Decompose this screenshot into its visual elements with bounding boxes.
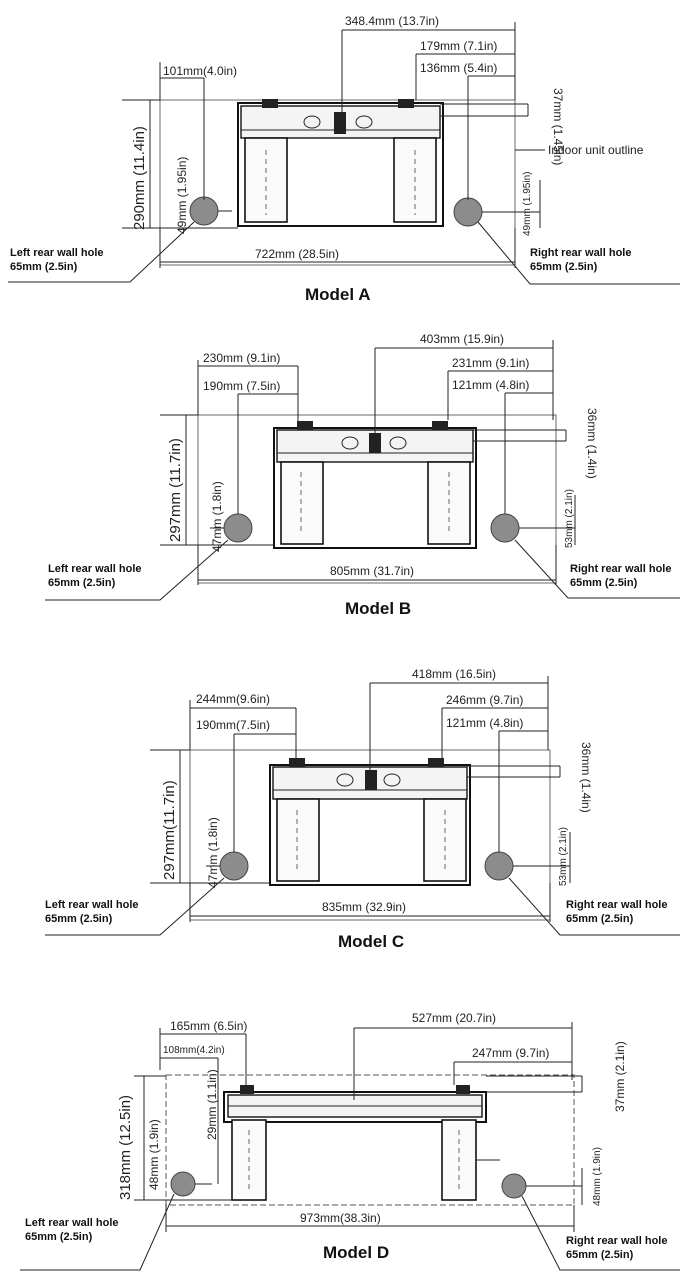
model-d-dim-inner-left-height: 29mm (1.1in) <box>205 1069 219 1140</box>
model-b-dim-height: 297mm (11.7in) <box>167 438 184 542</box>
model-d-left-hole-label: Left rear wall hole <box>25 1217 119 1229</box>
model-d-dim-left-hole-height: 48mm (1.9in) <box>147 1119 161 1190</box>
model-a: 348.4mm (13.7in) 179mm (7.1in) 136mm (5.… <box>8 14 680 304</box>
model-a-left-hole-label: Left rear wall hole <box>10 247 104 259</box>
model-b-dim-right-hole-height: 53mm (2.1in) <box>564 489 575 548</box>
model-b-dim-width: 805mm (31.7in) <box>330 564 414 578</box>
model-a-dim-right-hole-height: 49mm (1.95in) <box>522 172 533 236</box>
model-d-title: Model D <box>323 1243 389 1262</box>
model-a-dim-top-right: 37mm (1.45in) <box>551 88 565 165</box>
model-d-mounting-plate <box>223 1085 487 1201</box>
model-a-title: Model A <box>305 285 370 304</box>
model-a-left-hole <box>189 196 219 226</box>
model-d-dim-right-outer: 247mm (9.7in) <box>472 1046 549 1060</box>
model-a-dim-top-span: 348.4mm (13.7in) <box>345 14 439 28</box>
model-d: 527mm (20.7in) 247mm (9.7in) 165mm (6.5i… <box>20 1011 680 1271</box>
model-b-right-hole-size: 65mm (2.5in) <box>570 577 638 589</box>
model-d-right-hole <box>501 1173 527 1199</box>
model-c-dim-right-outer: 246mm (9.7in) <box>446 693 523 707</box>
model-a-indoor-outline-label: Indoor unit outline <box>548 143 644 157</box>
model-c-dim-width: 835mm (32.9in) <box>322 900 406 914</box>
model-b-right-hole <box>490 513 520 543</box>
model-b-dim-left-hole-height: 47mm (1.8in) <box>210 481 224 552</box>
model-b-indoor-outline <box>197 414 557 584</box>
model-c-right-hole <box>484 851 514 881</box>
model-d-dim-left-1: 165mm (6.5in) <box>170 1019 247 1033</box>
model-b-left-hole <box>223 513 253 543</box>
model-a-dim-right-outer: 179mm (7.1in) <box>420 39 497 53</box>
model-c-dim-right-inner: 121mm (4.8in) <box>446 716 523 730</box>
model-c-left-hole <box>219 851 249 881</box>
model-c-mounting-plate <box>269 758 471 886</box>
model-c-left-hole-size: 65mm (2.5in) <box>45 913 113 925</box>
model-c-left-hole-label: Left rear wall hole <box>45 899 139 911</box>
model-a-indoor-outline <box>159 99 516 266</box>
model-b-right-hole-label: Right rear wall hole <box>570 563 671 575</box>
model-b-dim-left-2: 190mm (7.5in) <box>203 379 280 393</box>
model-b-dim-right-outer: 231mm (9.1in) <box>452 356 529 370</box>
model-d-dim-height: 318mm (12.5in) <box>117 1095 134 1200</box>
model-a-left-hole-size: 65mm (2.5in) <box>10 261 78 273</box>
model-d-dim-top-span: 527mm (20.7in) <box>412 1011 496 1025</box>
model-d-dim-width: 973mm(38.3in) <box>300 1211 381 1225</box>
model-a-dim-width: 722mm (28.5in) <box>255 247 339 261</box>
model-a-dim-left-1: 101mm(4.0in) <box>163 64 237 78</box>
model-c-dim-top-right: 36mm (1.4in) <box>579 742 593 813</box>
model-d-right-hole-size: 65mm (2.5in) <box>566 1249 634 1261</box>
model-d-right-hole-label: Right rear wall hole <box>566 1235 667 1247</box>
model-a-mounting-plate <box>237 99 444 227</box>
model-b: 403mm (15.9in) 231mm (9.1in) 121mm (4.8i… <box>45 332 680 618</box>
model-b-mounting-plate <box>273 421 477 549</box>
model-c-dim-top-span: 418mm (16.5in) <box>412 667 496 681</box>
model-c-dim-right-hole-height: 53mm (2.1in) <box>558 827 569 886</box>
model-b-dim-top-right: 36mm (1.4in) <box>585 408 599 479</box>
model-a-right-hole <box>453 197 483 227</box>
model-b-left-hole-size: 65mm (2.5in) <box>48 577 116 589</box>
model-c-dim-left-1: 244mm(9.6in) <box>196 692 270 706</box>
model-c-dim-left-hole-height: 47mm (1.8in) <box>206 817 220 888</box>
model-a-right-hole-label: Right rear wall hole <box>530 247 631 259</box>
model-b-dim-left-1: 230mm (9.1in) <box>203 351 280 365</box>
model-c-title: Model C <box>338 932 404 951</box>
model-c-right-hole-label: Right rear wall hole <box>566 899 667 911</box>
model-a-dim-height: 290mm (11.4in) <box>131 126 148 230</box>
model-d-dim-left-2: 108mm(4.2in) <box>163 1045 225 1056</box>
model-d-left-hole-size: 65mm (2.5in) <box>25 1231 93 1243</box>
model-b-title: Model B <box>345 599 411 618</box>
model-a-right-hole-size: 65mm (2.5in) <box>530 261 598 273</box>
model-b-dim-top-span: 403mm (15.9in) <box>420 332 504 346</box>
model-a-dim-left-hole-height: 49mm (1.95in) <box>175 157 189 234</box>
model-b-left-hole-label: Left rear wall hole <box>48 563 142 575</box>
model-c-dim-height: 297mm(11.7in) <box>161 780 178 880</box>
model-c-right-hole-size: 65mm (2.5in) <box>566 913 634 925</box>
model-d-dim-top-right: 37mm (2.1in) <box>613 1041 627 1112</box>
model-d-dim-right-hole-height: 48mm (1.9in) <box>592 1147 603 1206</box>
model-b-dim-right-inner: 121mm (4.8in) <box>452 378 529 392</box>
model-d-left-hole <box>170 1171 196 1197</box>
model-a-dim-right-inner: 136mm (5.4in) <box>420 61 497 75</box>
model-c-dim-left-2: 190mm(7.5in) <box>196 718 270 732</box>
model-c: 418mm (16.5in) 246mm (9.7in) 121mm (4.8i… <box>45 667 680 951</box>
model-d-indoor-outline <box>165 1074 575 1206</box>
